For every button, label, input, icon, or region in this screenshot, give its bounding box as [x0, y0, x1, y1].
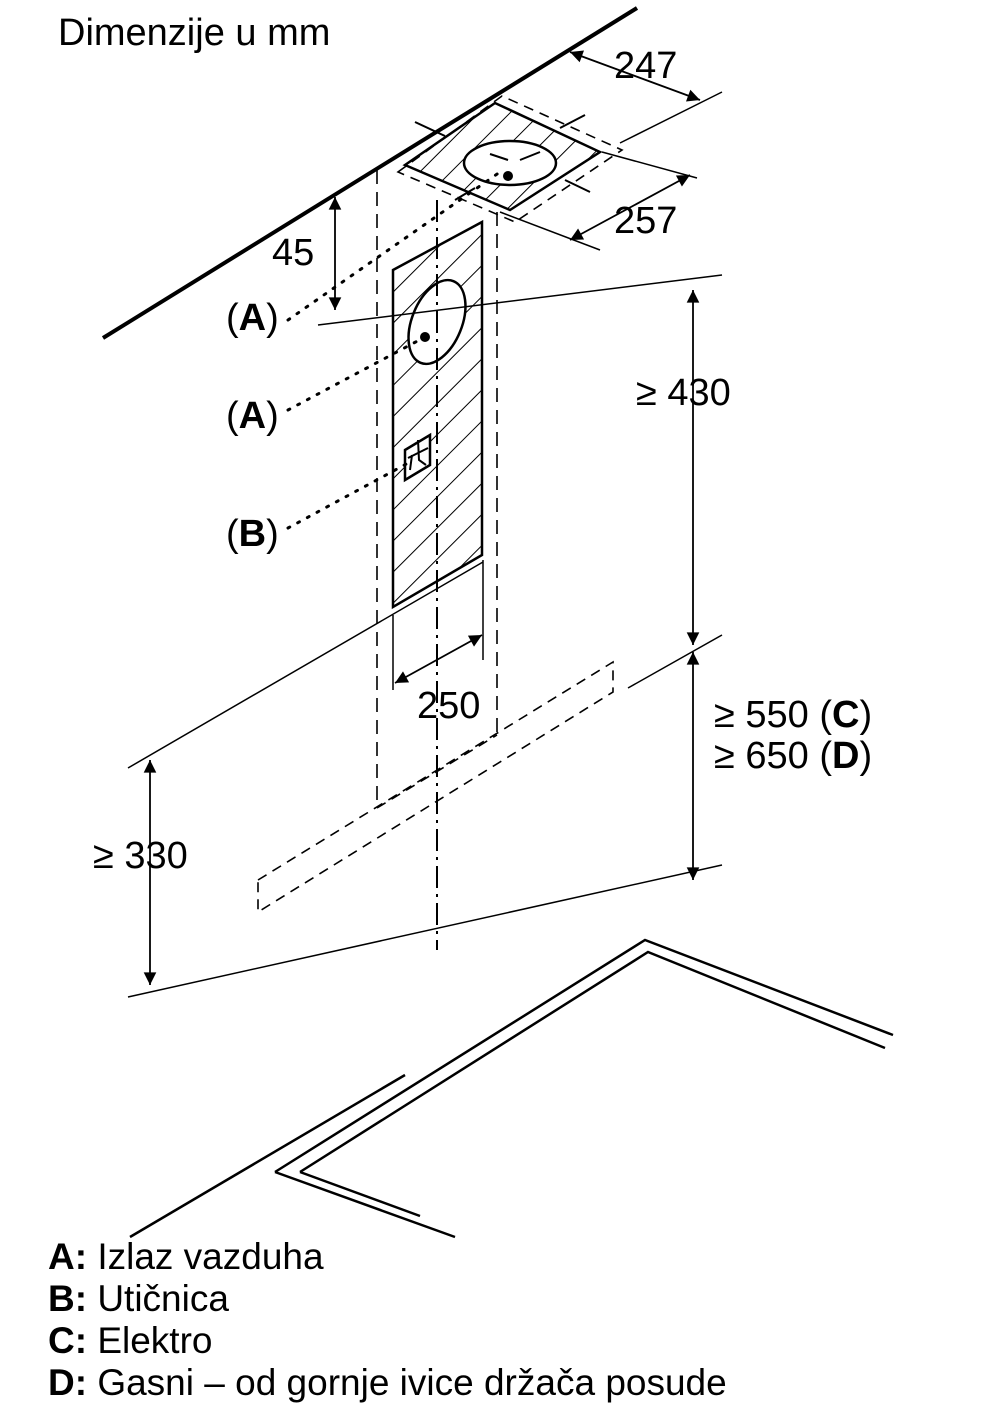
dim-650-d: ≥ 650 (D) — [714, 735, 872, 777]
legend-text: Gasni – od gornje ivice držača posude — [87, 1362, 727, 1403]
legend-key: D: — [48, 1362, 88, 1403]
diagram-title: Dimenzije u mm — [58, 12, 330, 54]
socket-icon — [403, 432, 432, 483]
legend: A: Izlaz vazduha B: Utičnica C: Elektro … — [48, 1236, 727, 1404]
callout-b-socket: (B) — [226, 513, 279, 555]
hood-outline — [257, 660, 614, 914]
cooktop — [129, 938, 894, 1239]
legend-item-a: A: Izlaz vazduha — [48, 1236, 727, 1278]
dim-45: 45 — [272, 232, 314, 274]
dim-330: ≥ 330 — [93, 835, 188, 877]
legend-key: C: — [48, 1320, 88, 1361]
dim-550-c: ≥ 550 (C) — [714, 694, 872, 736]
callout-a-wall: (A) — [226, 395, 279, 437]
dim-250: 250 — [417, 685, 480, 727]
dim-257: 257 — [614, 200, 677, 242]
legend-key: A: — [48, 1236, 88, 1277]
dim-430: ≥ 430 — [636, 372, 731, 414]
legend-key: B: — [48, 1278, 88, 1319]
legend-item-c: C: Elektro — [48, 1320, 727, 1362]
ceiling-line — [101, 6, 639, 340]
ceiling-outlet-plate — [396, 95, 624, 223]
legend-text: Utičnica — [87, 1278, 229, 1319]
legend-text: Izlaz vazduha — [87, 1236, 324, 1277]
legend-text: Elektro — [87, 1320, 213, 1361]
callout-a-ceiling: (A) — [226, 297, 279, 339]
legend-item-d: D: Gasni – od gornje ivice držača posude — [48, 1362, 727, 1404]
legend-item-b: B: Utičnica — [48, 1278, 727, 1320]
dim-247: 247 — [614, 45, 677, 87]
